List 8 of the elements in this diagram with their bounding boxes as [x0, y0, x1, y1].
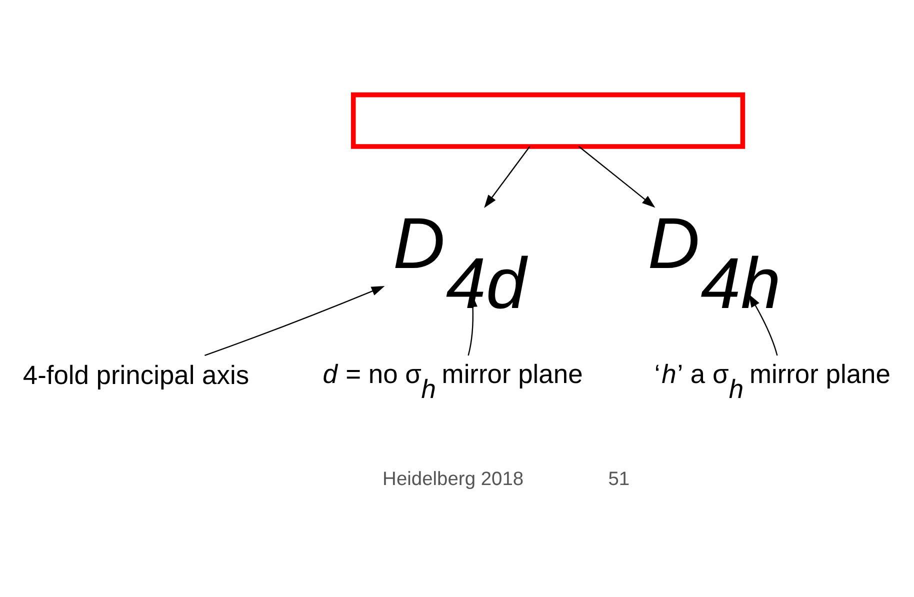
arrow [748, 294, 778, 356]
node-text: 4-fold principal axis [22, 360, 250, 390]
arrow [484, 146, 530, 208]
arrow [204, 286, 385, 356]
arrow [578, 146, 656, 208]
label: 51 [608, 469, 630, 490]
label: Heidelberg 2018 [382, 469, 524, 490]
node-box [350, 92, 746, 149]
